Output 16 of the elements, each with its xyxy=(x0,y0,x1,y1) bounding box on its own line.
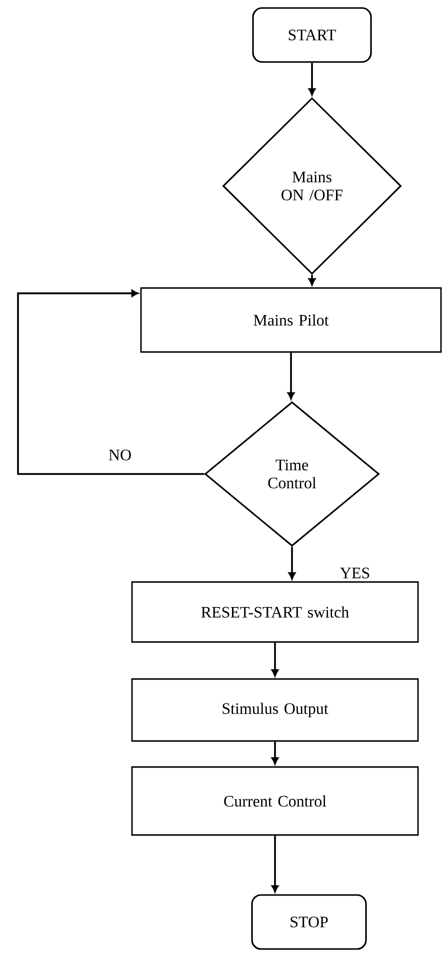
edge-label: YES xyxy=(338,566,372,580)
edge-label: NO xyxy=(107,448,133,462)
process-box: RESET-START switch xyxy=(131,581,419,643)
arrow xyxy=(287,352,295,400)
terminal-box: STOP xyxy=(251,894,367,950)
arrow xyxy=(271,742,279,764)
process-box: Current Control xyxy=(131,766,419,836)
arrow xyxy=(17,290,204,475)
arrow xyxy=(308,62,316,96)
arrow xyxy=(271,642,279,676)
terminal-box: START xyxy=(252,7,372,63)
arrow xyxy=(308,274,316,286)
process-box: Mains Pilot xyxy=(140,287,442,353)
arrow xyxy=(288,546,296,580)
arrow xyxy=(271,836,279,892)
process-box: Stimulus Output xyxy=(131,678,419,742)
